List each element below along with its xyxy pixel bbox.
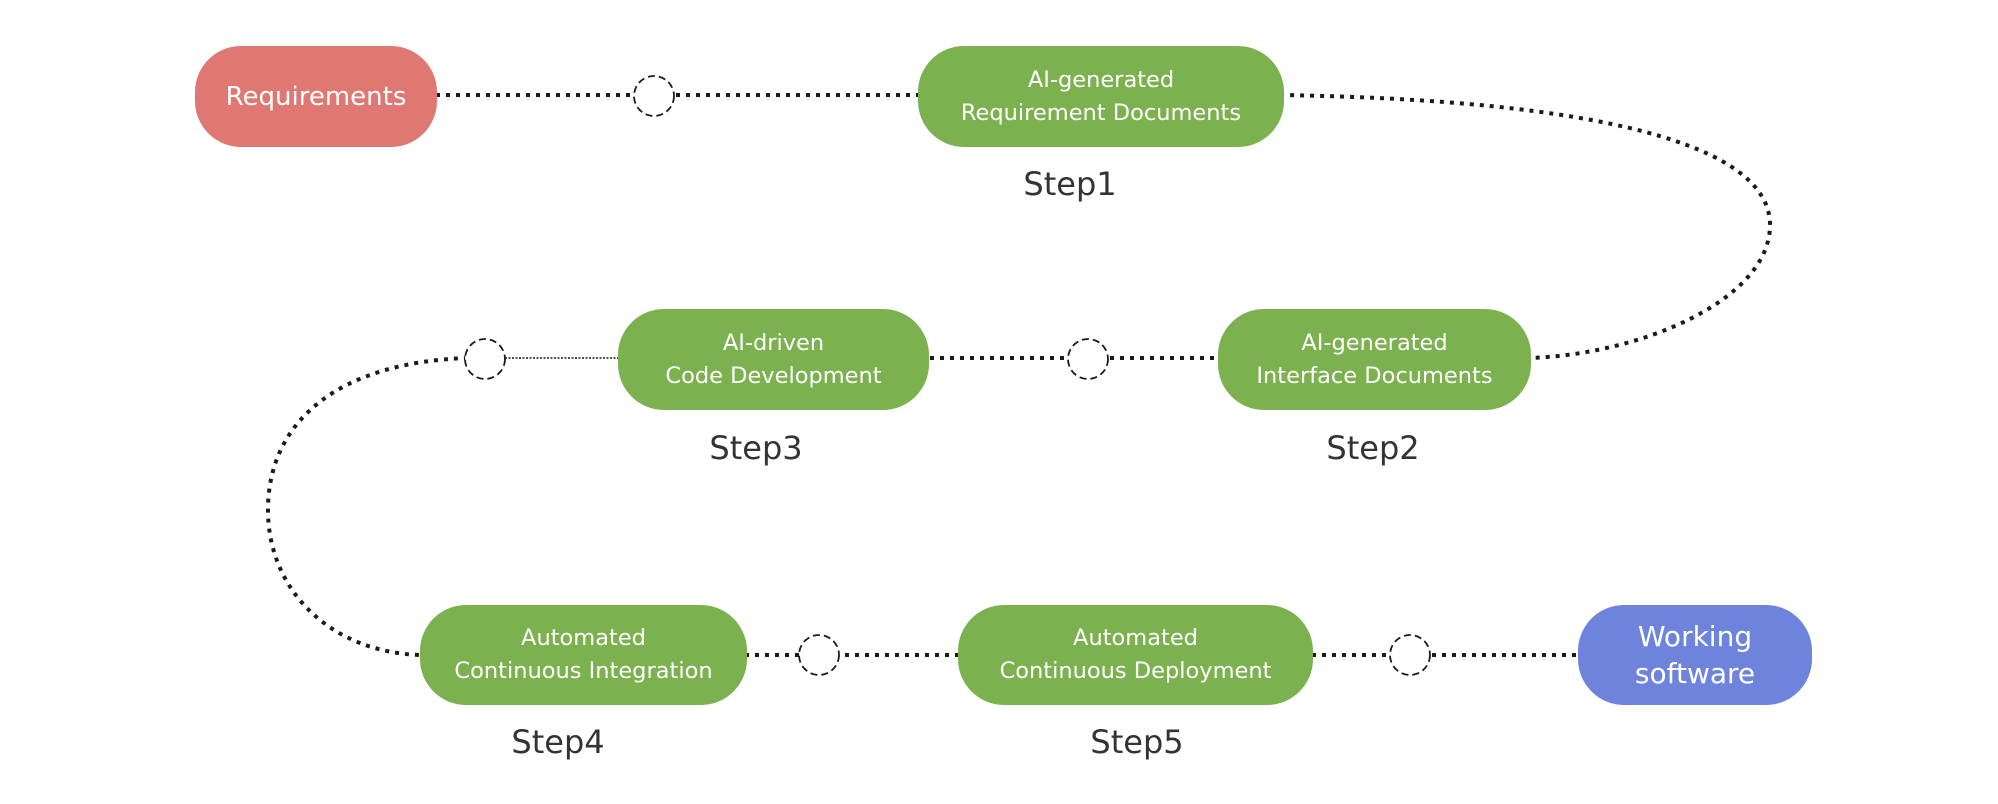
step-label-step5: Step5 (1090, 723, 1184, 761)
node-step3-line1: AI-driven (722, 329, 825, 356)
step-label-step2: Step2 (1326, 429, 1420, 467)
node-step1-line2: Requirement Documents (960, 99, 1242, 126)
junction-circle (798, 634, 840, 676)
step-label-step1: Step1 (1023, 165, 1117, 203)
node-working-software-line1: Working (1637, 620, 1753, 653)
node-step2-line2: Interface Documents (1256, 362, 1493, 389)
junction-circle (633, 75, 675, 117)
node-step4-line1: Automated (521, 625, 646, 651)
node-step5-automated-continuous-deployment: Automated Continuous Deployment (958, 605, 1313, 705)
node-step3-ai-driven-code-development: AI-driven Code Development (618, 309, 929, 410)
node-step2-line1: AI-generated (1301, 329, 1448, 356)
junction-circle (464, 338, 506, 380)
node-step5-line1: Automated (1073, 625, 1198, 651)
step-label-step4: Step4 (511, 723, 605, 761)
node-step1-ai-generated-requirement-documents: AI-generated Requirement Documents (918, 46, 1284, 147)
node-requirements: Requirements (195, 46, 437, 147)
node-step2-ai-generated-interface-documents: AI-generated Interface Documents (1218, 309, 1531, 410)
node-step4-automated-continuous-integration: Automated Continuous Integration (420, 605, 747, 705)
step-label-step3: Step3 (709, 429, 803, 467)
node-requirements-text: Requirements (225, 81, 407, 112)
node-step5-line2: Continuous Deployment (999, 658, 1272, 684)
node-step3-line2: Code Development (665, 362, 882, 389)
node-step4-line2: Continuous Integration (454, 658, 713, 684)
node-step1-line1: AI-generated (1027, 66, 1175, 93)
node-working-software-line2: software (1634, 657, 1756, 690)
connector-step3-step4 (265, 356, 469, 657)
junction-circle (1389, 634, 1431, 676)
node-working-software: Working software (1578, 605, 1812, 705)
junction-circle (1067, 338, 1109, 380)
